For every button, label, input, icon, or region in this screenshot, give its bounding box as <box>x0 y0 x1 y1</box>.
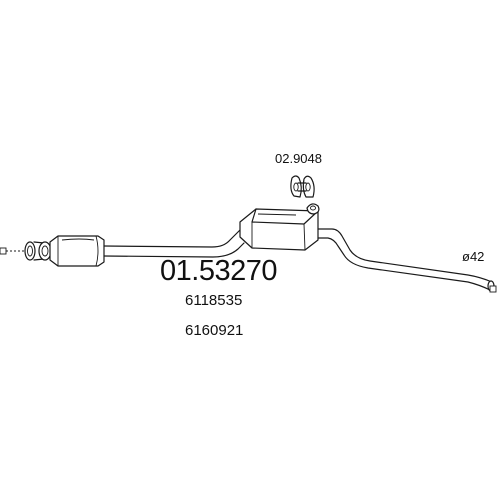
rubber-hanger <box>290 175 315 198</box>
diameter-label: ø42 <box>462 249 485 264</box>
reference-number-1: 6118535 <box>185 292 243 309</box>
front-resonator <box>49 235 105 267</box>
left-connection-line <box>0 247 24 255</box>
silencer-hanger <box>306 203 320 215</box>
middle-pipe <box>103 229 245 258</box>
hanger-code-label: 02.9048 <box>275 151 322 166</box>
front-flange <box>24 241 52 261</box>
part-number-label: 01.53270 <box>160 255 277 287</box>
right-end-marker <box>489 285 497 293</box>
reference-number-2: 6160921 <box>185 322 244 339</box>
rear-silencer <box>239 208 319 251</box>
